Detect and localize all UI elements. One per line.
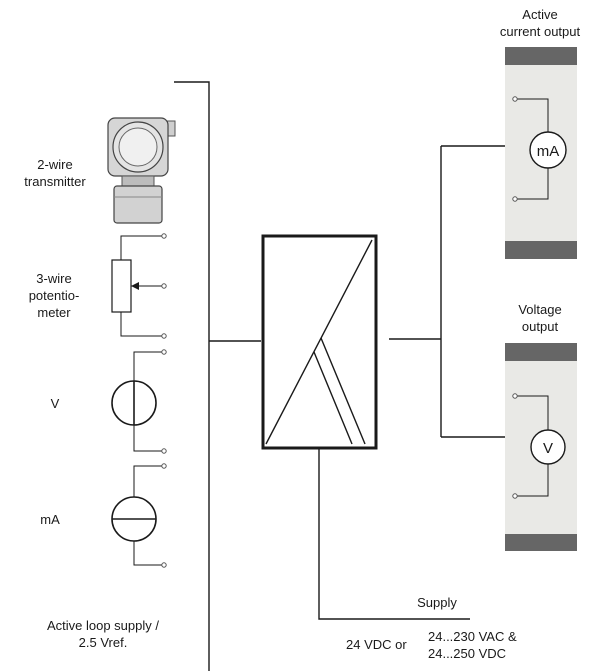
- supply-ac-line2: 24...250 VDC: [428, 646, 507, 661]
- loop-supply-label-line1: Active loop supply /: [46, 618, 159, 633]
- supply-dc-label: 24 VDC or: [346, 637, 407, 652]
- current-output-title: Active current output: [497, 6, 583, 40]
- v-source-wire-bottom: [133, 425, 163, 452]
- three-wire-potentiometer-label: 3-wire potentio- meter: [16, 270, 92, 321]
- current-source-icon: [111, 496, 157, 542]
- voltmeter-icon: [530, 429, 566, 465]
- two-wire-label-line2: transmitter: [24, 174, 86, 189]
- three-wire-label-line2: potentio-: [28, 288, 80, 303]
- supply-line: [318, 448, 470, 620]
- current-meter-wire-bottom: [517, 168, 549, 200]
- voltage-source-icon: [111, 380, 157, 426]
- terminal-point: [512, 96, 518, 102]
- loop-supply-label: Active loop supply / 2.5 Vref.: [18, 617, 188, 651]
- ma-source-wire-top: [133, 465, 163, 497]
- supply-label: Supply: [417, 595, 457, 610]
- voltage-output-title-line1: Voltage: [518, 302, 562, 317]
- terminal-point: [161, 233, 167, 239]
- input-bus-line: [174, 81, 210, 671]
- voltage-meter-wire-bottom: [517, 464, 549, 497]
- pot-wire-bottom: [120, 312, 163, 337]
- voltage-meter-wire-top: [517, 395, 549, 430]
- three-wire-label-line1: 3-wire: [36, 271, 72, 286]
- ma-source-wire-bottom: [133, 541, 163, 566]
- current-output-title-line1: Active: [522, 7, 558, 22]
- v-source-wire-top: [133, 351, 163, 381]
- potentiometer-wiper-arrow: [131, 282, 139, 290]
- pot-wire-top: [120, 235, 163, 260]
- terminal-point: [512, 493, 518, 499]
- current-meter-wire-top: [517, 98, 549, 132]
- converter-diagonal: [265, 239, 373, 445]
- loop-supply-label-line2: 2.5 Vref.: [78, 635, 128, 650]
- current-output-title-line2: current output: [499, 24, 581, 39]
- terminal-point: [161, 349, 167, 355]
- voltage-output-bottom-rail: [505, 534, 577, 551]
- potentiometer-icon: [111, 259, 132, 313]
- terminal-point: [512, 393, 518, 399]
- transmitter-icon: [107, 117, 176, 224]
- terminal-point: [161, 448, 167, 454]
- terminal-point: [512, 196, 518, 202]
- milliammeter-icon: [529, 131, 567, 169]
- voltage-output-top-rail: [505, 343, 577, 361]
- voltmeter-symbol: V: [543, 440, 553, 457]
- current-input-label: mA: [40, 512, 60, 527]
- voltage-output-title: Voltage output: [497, 301, 583, 335]
- current-output-bottom-rail: [505, 241, 577, 259]
- two-wire-label-line1: 2-wire: [37, 157, 73, 172]
- terminal-point: [161, 562, 167, 568]
- converter-inner-line-a: [320, 337, 366, 445]
- converter-inner-line-b: [313, 351, 353, 445]
- voltage-output-title-line2: output: [521, 319, 559, 334]
- terminal-point: [161, 463, 167, 469]
- milliammeter-symbol: mA: [537, 143, 560, 160]
- three-wire-label-line3: meter: [37, 305, 71, 320]
- two-wire-transmitter-label: 2-wire transmitter: [12, 156, 98, 190]
- supply-ac-label: 24...230 VAC & 24...250 VDC: [428, 628, 517, 662]
- terminal-point: [161, 283, 167, 289]
- supply-ac-line1: 24...230 VAC &: [428, 629, 517, 644]
- current-output-top-rail: [505, 47, 577, 65]
- terminal-point: [161, 333, 167, 339]
- voltage-input-label: V: [50, 396, 60, 411]
